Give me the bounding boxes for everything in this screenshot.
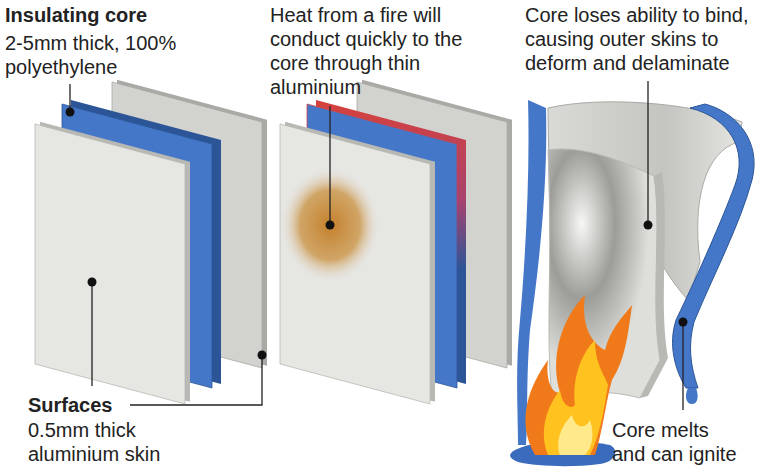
leader-dots [66,108,688,360]
flame-core [558,415,592,455]
leader-dot [326,221,335,230]
intact-panel [35,80,267,404]
leader-line [647,81,648,225]
leader-dot [66,108,75,117]
callout-text: Heat from a fire will conduct quickly to… [270,3,498,99]
core-drip [686,388,698,404]
leader-dot [679,318,688,327]
label-block: Core melts and can ignite [612,418,742,466]
leader-line [682,322,683,410]
callout-heading: Surfaces [28,393,178,417]
front-skin-edge [640,172,668,398]
callout-text: 0.5mm thick aluminium skin [28,418,178,466]
leader-line [130,355,262,405]
label-block: Core loses ability to bind, causing oute… [525,3,763,75]
heated-panel [280,80,512,404]
flame-middle [544,340,608,455]
melting-core-right [673,104,755,388]
callout-heading: Insulating core [5,3,235,27]
front-skin [280,124,430,404]
label-block: 2-5mm thick, 100% polyethylene [5,31,180,79]
leader-line [91,282,92,386]
callout-text: Core melts and can ignite [612,418,742,466]
leader-line [329,106,330,225]
label-block: Heat from a fire will conduct quickly to… [270,3,498,99]
label-block: Insulating core [5,3,235,27]
callout-text: Core loses ability to bind, causing oute… [525,3,763,75]
callout-text: 2-5mm thick, 100% polyethylene [5,31,180,79]
label-block: 0.5mm thick aluminium skin [28,418,178,466]
leader-dot [88,278,97,287]
leader-dot [644,221,653,230]
burning-panel [510,100,754,466]
front-skin [35,124,185,404]
leader-dot [258,351,267,360]
leader-lines [70,81,683,410]
label-block: Surfaces [28,393,178,417]
